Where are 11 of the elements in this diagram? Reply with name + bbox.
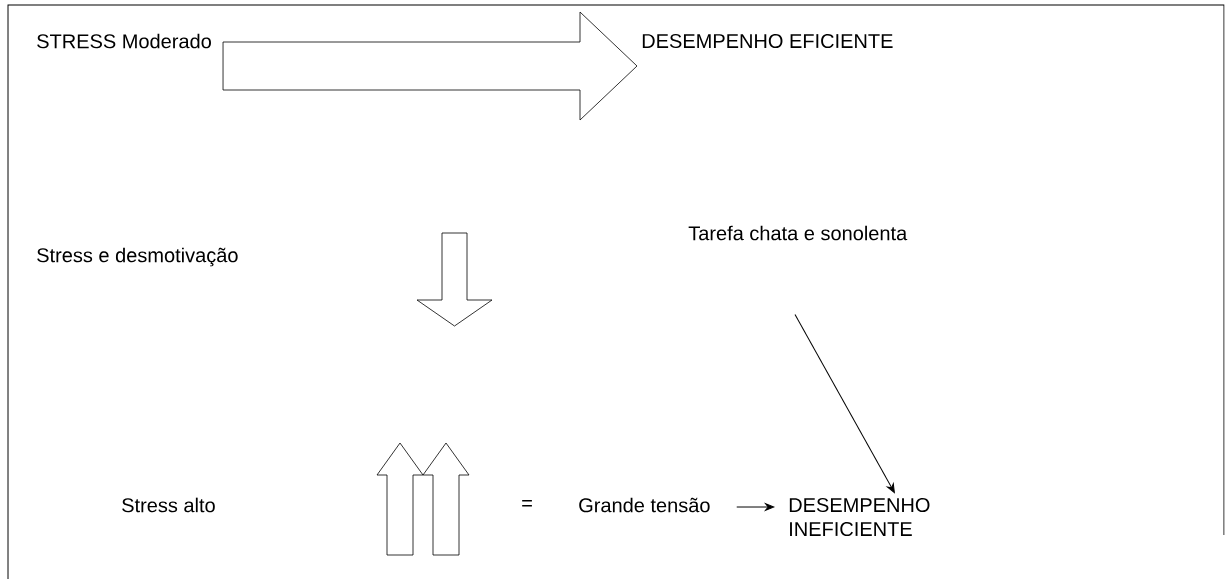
text-label: DESEMPENHO INEFICIENTE	[789, 497, 930, 537]
text-label: DESEMPENHO EFICIENTE	[642, 33, 893, 49]
text-label: Tarefa chata e sonolenta	[688, 225, 908, 241]
text-label: STRESS Moderado	[37, 33, 211, 49]
arrow	[736, 503, 775, 511]
block-arrow	[222, 11, 638, 121]
text-label: Stress alto	[122, 497, 215, 513]
text-label: Grande tensão	[579, 497, 710, 513]
text-label: Stress e desmotivação	[37, 247, 238, 267]
arrow	[794, 314, 895, 494]
equals-sign: =	[522, 500, 532, 507]
